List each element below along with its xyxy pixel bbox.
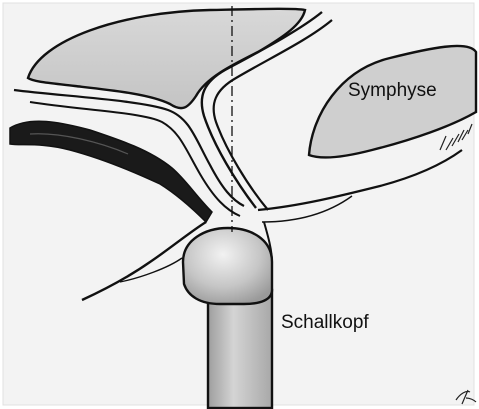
label-symphyse: Symphyse [348, 80, 437, 102]
probe-shaft [208, 290, 272, 408]
label-schallkopf: Schallkopf [281, 312, 369, 334]
probe-head [183, 228, 272, 304]
